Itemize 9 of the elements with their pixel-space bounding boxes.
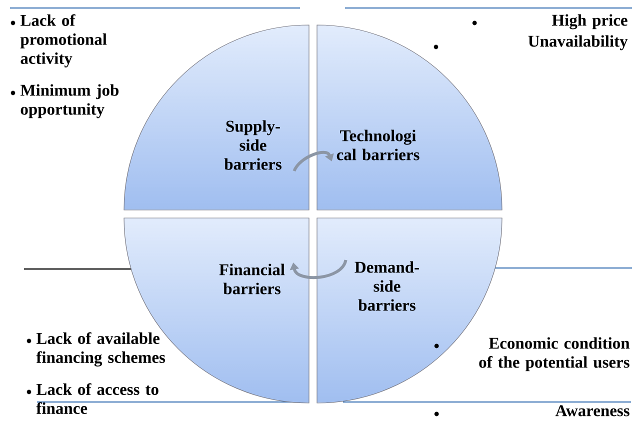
bullet-text: Minimum job opportunity [20,84,119,118]
bullet-text: Unavailability [528,35,628,50]
bullet-text: Awareness [555,405,630,416]
bullet-text: High price [552,14,628,30]
cycle-arrow [292,150,334,172]
cycle-arrow [290,259,348,280]
bullet-text: Lack of promotional activity [20,14,107,68]
quadrant: Technologi cal barriers [316,24,502,210]
quadrant: Supply- side barriers [124,24,310,210]
